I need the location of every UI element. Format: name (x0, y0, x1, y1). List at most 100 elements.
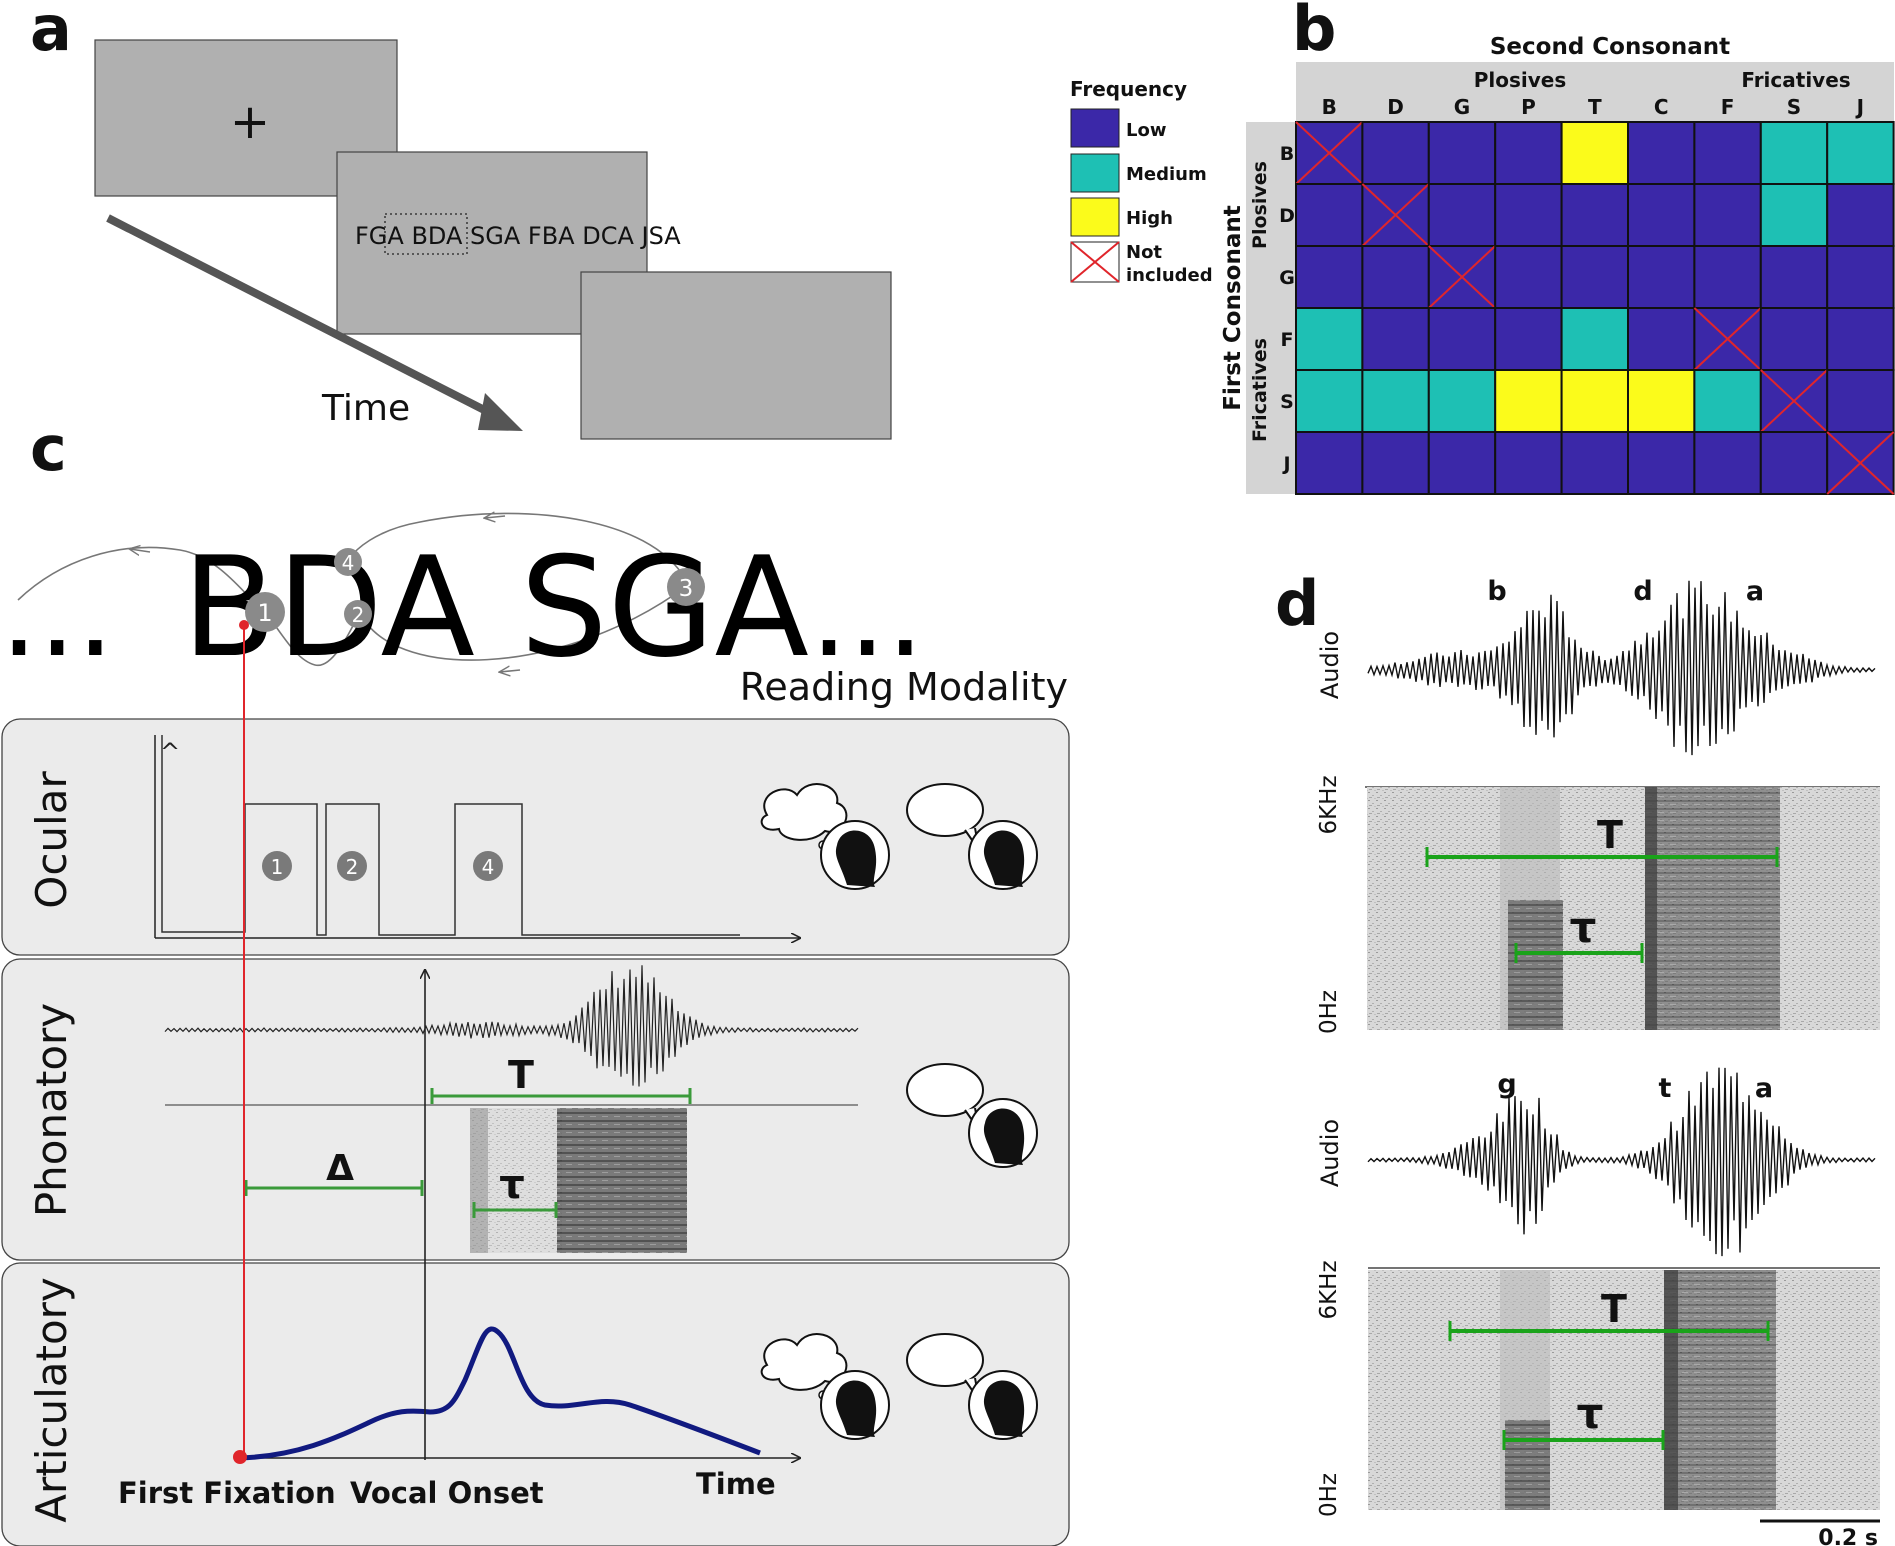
panel-c-letter: c (30, 412, 67, 485)
matrix-cell-s-d (1361, 369, 1430, 433)
matrix-cell-b-d (1361, 121, 1430, 185)
syllable-a-bottom: a (1755, 1073, 1773, 1104)
column-label-c: C (1654, 95, 1669, 119)
matrix-cell-j-f (1693, 431, 1762, 495)
top-tau-label: τ (1570, 903, 1597, 952)
matrix-cell-s-f (1693, 369, 1762, 433)
excluded-mark (1826, 431, 1895, 495)
column-label-f: F (1721, 95, 1735, 119)
syllable-g: g (1497, 1069, 1516, 1100)
column-label-j: J (1855, 95, 1864, 119)
matrix-cell-d-f (1693, 183, 1762, 247)
matrix-cell-g-j (1826, 245, 1895, 309)
column-label-s: S (1787, 95, 1801, 119)
ocular-box (1, 718, 1070, 956)
freq-high-top: 6KHz (1316, 775, 1342, 834)
svg-text:4: 4 (482, 855, 495, 879)
matrix-cell-d-c (1627, 183, 1696, 247)
matrix-cell-d-b (1295, 183, 1364, 247)
column-label-b: B (1322, 95, 1337, 119)
panel-d-letter: d (1275, 567, 1319, 640)
saccade-path-in (17, 546, 266, 611)
row-label-b: B (1280, 143, 1294, 165)
matrix-cell-f-b (1295, 307, 1364, 371)
fixation-marker-1: 1 (245, 592, 285, 632)
matrix-cell-s-c (1627, 369, 1696, 433)
audio-label-bottom: Audio (1316, 1119, 1344, 1187)
matrix-cell-d-g (1427, 183, 1497, 247)
legend-label-low: Low (1126, 120, 1166, 141)
audio-label-top: Audio (1316, 631, 1344, 699)
fixation-cross: + (230, 94, 270, 150)
row-label-d: D (1279, 205, 1295, 227)
matrix-cell-j-p (1494, 431, 1563, 495)
word-sga: SGA (520, 527, 809, 688)
ellipsis-left: ... (0, 545, 114, 684)
column-label-p: P (1521, 95, 1536, 119)
matrix-cell-g-c (1627, 245, 1696, 309)
row-label-j: J (1281, 453, 1290, 475)
row-group-plosives: Plosives (1249, 161, 1271, 249)
matrix-cell-j-c (1627, 431, 1696, 495)
svg-text:1: 1 (257, 599, 272, 627)
matrix-cell-f-d (1361, 307, 1430, 371)
matrix-cell-s-p (1494, 369, 1563, 433)
matrix-cell-d-t (1560, 183, 1629, 247)
row-label-g: G (1279, 267, 1295, 289)
saccade-path-forward (359, 584, 689, 661)
ocular-fixation-4: 4 (473, 851, 503, 881)
time-label: Time (321, 388, 410, 429)
column-label-t: T (1588, 95, 1602, 119)
speaker-head-icon (968, 1098, 1038, 1168)
row-label-f: F (1281, 329, 1294, 351)
matrix-cell-j-t (1560, 431, 1629, 495)
articulatory-label: Articulatory (27, 1277, 76, 1523)
syllable-d: d (1633, 576, 1652, 607)
matrix-cell-f-p (1494, 307, 1563, 371)
matrix-cell-f-t (1560, 307, 1629, 371)
matrix-cell-b-p (1494, 121, 1563, 185)
matrix-cell-g-f (1693, 245, 1762, 309)
fixation-marker-4: 4 (334, 548, 362, 576)
phonatory-T-label: T (508, 1053, 534, 1097)
matrix-cell-g-s (1759, 245, 1829, 309)
target-box (384, 213, 468, 255)
second-consonant-title: Second Consonant (1490, 34, 1730, 60)
saccade-path-back (347, 512, 689, 586)
matrix-cell-b-t (1560, 121, 1629, 185)
col-group-plosives: Plosives (1474, 68, 1567, 92)
matrix-cell-f-s (1759, 307, 1829, 371)
matrix-cell-g-p (1494, 245, 1563, 309)
matrix-cell-g-t (1560, 245, 1629, 309)
spectrogram-gta (1368, 1270, 1880, 1510)
row-label-s: S (1280, 391, 1294, 413)
top-T-label: T (1597, 813, 1623, 857)
panel-d: d Audio b d a 6KHz 0Hz T τ Audio g t a (1275, 567, 1880, 1546)
matrix-cell-j-b (1295, 431, 1364, 495)
matrix-cell-d-j (1826, 183, 1895, 247)
legend-swatch-medium (1070, 153, 1120, 193)
matrix-cell-f-g (1427, 307, 1497, 371)
audio-waveform-gta (1367, 1067, 1876, 1257)
syllable-t: t (1659, 1073, 1672, 1104)
phonatory-spectrogram-strong (557, 1108, 687, 1253)
matrix-cell-b-c (1627, 121, 1696, 185)
time-axis-label: Time (696, 1467, 776, 1501)
top-measures: T τ (1425, 813, 1779, 963)
matrix-cell-b-j (1826, 121, 1895, 185)
ocular-fixation-1: 1 (262, 851, 292, 881)
syllable-b: b (1487, 576, 1506, 607)
audio-waveform-bda (1367, 580, 1876, 756)
matrix-cell-g-b (1295, 245, 1364, 309)
articulatory-box (1, 1262, 1070, 1546)
svg-text:3: 3 (679, 576, 694, 602)
freq-high-bottom: 6KHz (1316, 1260, 1342, 1319)
matrix-cell-f-c (1627, 307, 1696, 371)
first-consonant-title: First Consonant (1220, 205, 1246, 410)
matrix-cell-s-g (1427, 369, 1497, 433)
articulatory-curve (239, 1326, 761, 1461)
matrix-cell-j-s (1759, 431, 1829, 495)
vocal-onset-label: Vocal Onset (350, 1476, 544, 1510)
fixation-marker-3: 3 (667, 568, 705, 606)
